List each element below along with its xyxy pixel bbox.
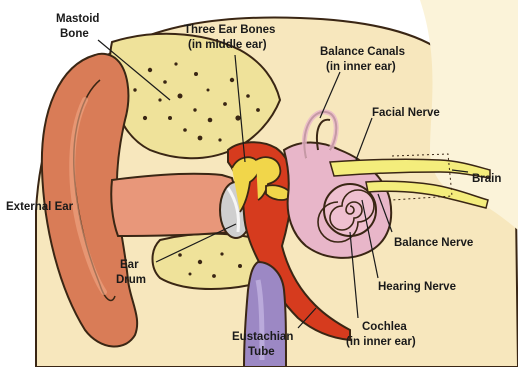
- label-hearing-nerve: Hearing Nerve: [378, 281, 456, 293]
- label-cochlea-line1: Cochlea: [362, 321, 407, 333]
- label-ear-drum-line1: Ear: [120, 259, 139, 271]
- label-facial-nerve: Facial Nerve: [372, 107, 440, 119]
- label-eustachian-line2: Tube: [248, 346, 275, 358]
- ear-canal: [111, 174, 238, 236]
- label-eustachian-line1: Eustachian: [232, 331, 293, 343]
- label-balance-nerve: Balance Nerve: [394, 237, 473, 249]
- label-mastoid-line2: Bone: [60, 28, 89, 40]
- label-mastoid-line1: Mastoid: [56, 13, 99, 25]
- label-balance-canals-line1: Balance Canals: [320, 46, 405, 58]
- label-balance-canals-line2: (in inner ear): [326, 61, 396, 73]
- label-cochlea-line2: (in inner ear): [346, 336, 416, 348]
- label-three-ear-bones-line1: Three Ear Bones: [184, 24, 275, 36]
- label-three-ear-bones-line2: (in middle ear): [188, 39, 267, 51]
- label-brain: Brain: [472, 173, 501, 185]
- label-ear-drum-line2: Drum: [116, 274, 146, 286]
- label-external-ear: External Ear: [6, 201, 74, 213]
